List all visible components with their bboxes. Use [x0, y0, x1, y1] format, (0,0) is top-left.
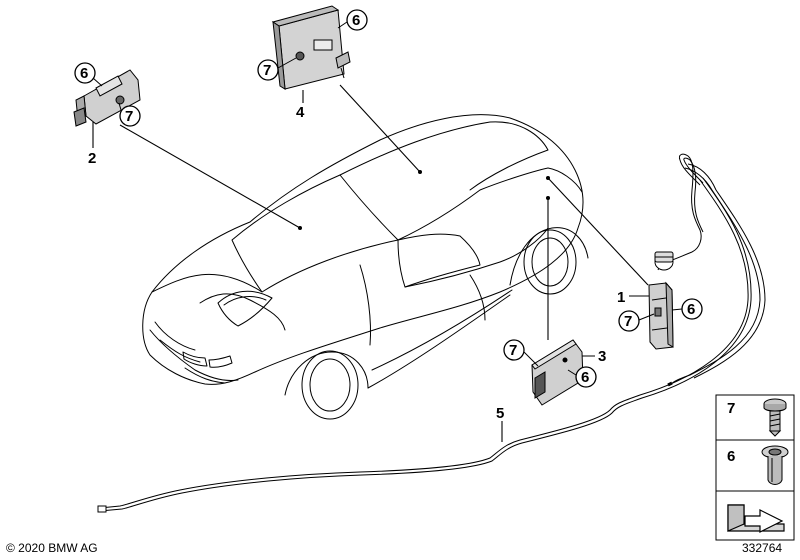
callout-1: 1: [617, 289, 625, 306]
circle-callout-7-part4: 7: [263, 62, 271, 79]
leader-line-1: [547, 177, 649, 286]
leader-dots: [298, 170, 550, 230]
antenna-cable: [97, 163, 766, 513]
car-outline: [142, 114, 589, 420]
screw-icon: [763, 398, 787, 437]
callout-5: 5: [496, 405, 504, 422]
callout-2: 2: [88, 150, 96, 167]
legend-label-6: 6: [727, 448, 735, 465]
copyright-text: © 2020 BMW AG: [6, 541, 98, 555]
leader-lines: [92, 84, 650, 442]
circle-callout-6-part4: 6: [352, 12, 360, 29]
legend-box: 7 6: [715, 394, 795, 541]
circle-callout-7-part2: 7: [125, 108, 133, 125]
leader-line-4: [339, 84, 421, 173]
part-2-antenna-amplifier: [73, 69, 141, 127]
circled-callouts: 6 7 6 7 6 7 7 6: [74, 9, 703, 388]
arrow-instruction-icon: [727, 504, 785, 533]
circle-callout-7-part3: 7: [509, 342, 517, 359]
part-1-antenna-module: [648, 281, 674, 350]
diagram-reference-number: 332764: [742, 541, 783, 555]
coax-lead: [654, 153, 704, 271]
part-4-antenna-module: [271, 5, 351, 90]
circle-callout-7-part1: 7: [624, 313, 632, 330]
leader-line-2: [119, 124, 301, 229]
rivet-nut-icon: [761, 445, 789, 485]
callout-4: 4: [296, 104, 305, 121]
circle-callout-6-part2: 6: [80, 65, 88, 82]
circle-callout-6-part3: 6: [581, 369, 589, 386]
callout-numbers: 1 2 3 4 5: [88, 104, 625, 422]
circle-callout-6-part1: 6: [687, 301, 695, 318]
callout-3: 3: [598, 348, 606, 365]
part-3-tv-module: [531, 339, 584, 406]
legend-label-7: 7: [727, 400, 735, 417]
